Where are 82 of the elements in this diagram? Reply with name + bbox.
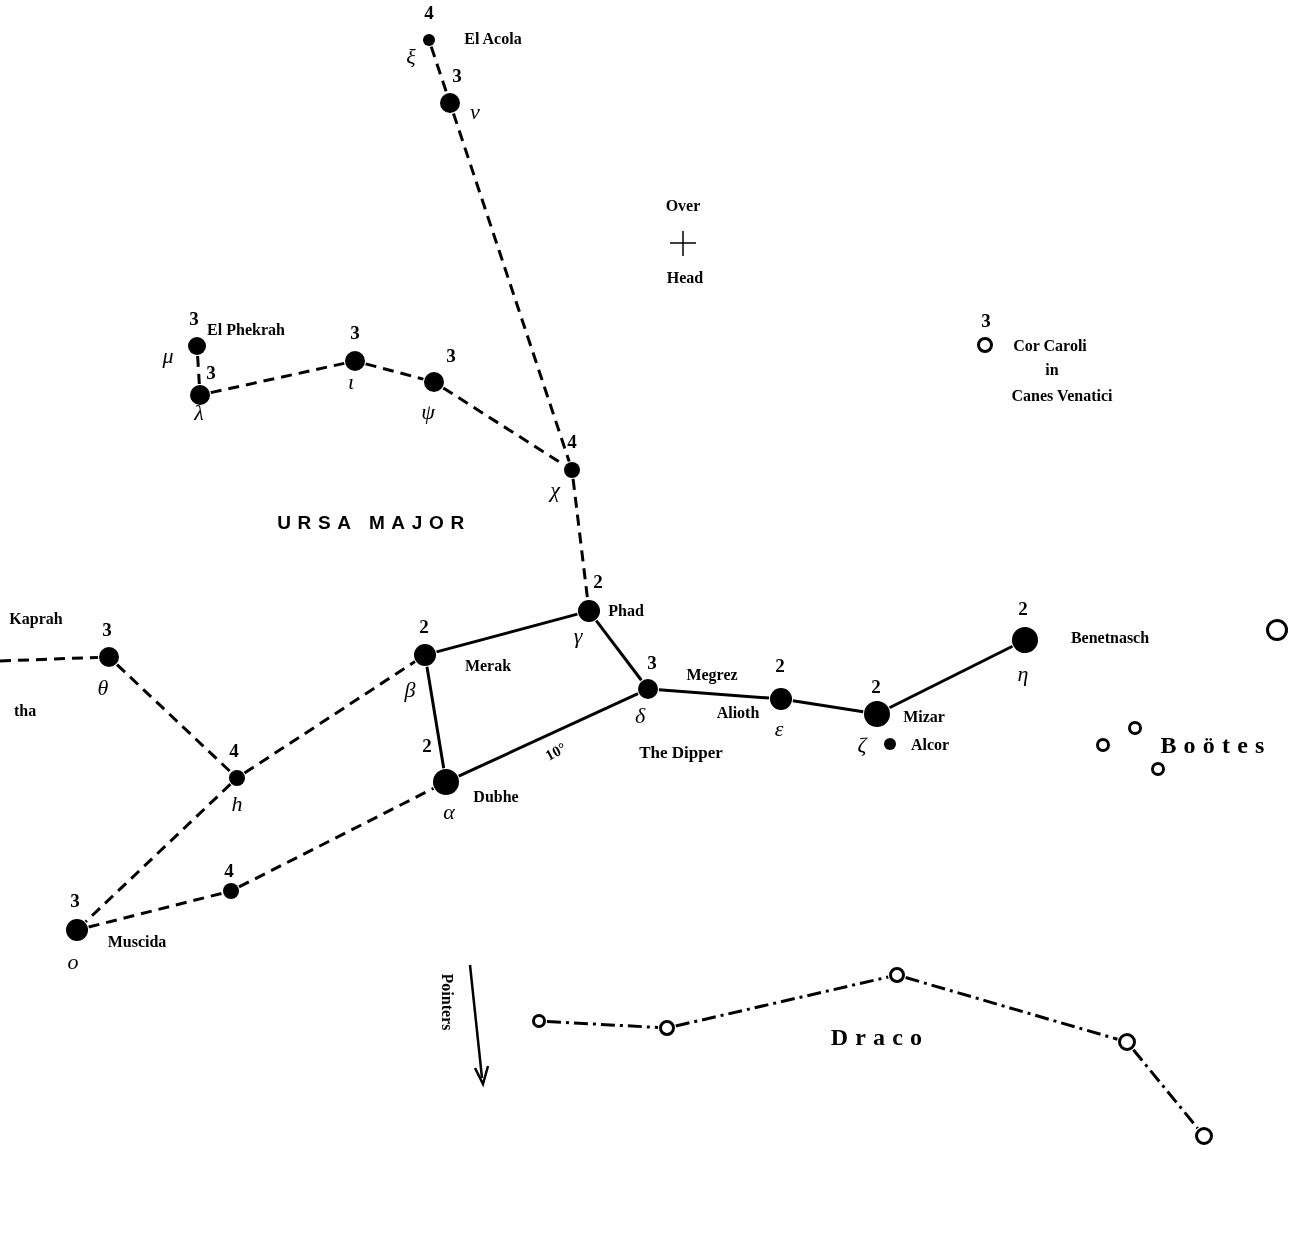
greek-letter: ι — [347, 371, 355, 393]
greek-letter: ξ — [406, 46, 416, 68]
magnitude-number: 3 — [981, 310, 991, 330]
magnitude-number: 4 — [567, 431, 577, 451]
dashed-line — [115, 663, 232, 773]
star-name: Benetnasch — [1070, 630, 1150, 646]
dashed-line — [675, 975, 889, 1028]
star-name: Megrez — [686, 667, 738, 683]
greek-letter: ν — [470, 101, 480, 123]
greek-letter: ε — [774, 718, 784, 740]
constellation-line — [595, 619, 643, 682]
constellation-name: Draco — [830, 1025, 930, 1049]
dashed-line — [210, 361, 345, 395]
star-name: Merak — [464, 658, 512, 674]
greek-letter: ψ — [421, 401, 435, 423]
star-name: Cor Caroli — [1013, 338, 1087, 354]
constellation-line — [425, 666, 446, 769]
constellation-name: URSA MAJOR — [277, 512, 471, 532]
greek-letter: o — [67, 951, 79, 973]
dashed-line — [429, 46, 448, 94]
magnitude-number: 4 — [229, 740, 239, 760]
star-name: Muscida — [107, 934, 167, 950]
greek-letter: γ — [573, 625, 583, 647]
magnitude-number: 4 — [224, 860, 234, 880]
pointers-label: Pointers — [439, 973, 455, 1031]
magnitude-number: 3 — [70, 890, 80, 910]
greek-letter: α — [443, 801, 455, 823]
greek-letter: β — [404, 679, 416, 701]
greek-letter: θ — [97, 677, 109, 699]
constellation-line — [436, 612, 578, 654]
magnitude-number: 3 — [206, 362, 216, 382]
overhead-label: Head — [666, 270, 704, 286]
star-name: El Acola — [464, 31, 522, 47]
magnitude-number: 2 — [1018, 598, 1028, 618]
star-name: Alcor — [910, 737, 950, 753]
dashed-line — [452, 112, 571, 462]
constellation-line — [458, 692, 639, 778]
magnitude-number: 4 — [424, 2, 434, 22]
star-name: Dubhe — [473, 789, 519, 805]
star-name: Kaprah — [9, 611, 63, 627]
overhead-label: Over — [665, 198, 701, 214]
dashed-line — [571, 478, 590, 600]
star-name: tha — [14, 703, 37, 719]
greek-letter: λ — [194, 402, 204, 424]
greek-letter: δ — [634, 705, 646, 727]
greek-letter: χ — [550, 479, 560, 501]
star-name: Alioth — [716, 705, 760, 721]
magnitude-number: 3 — [647, 652, 657, 672]
magnitude-number: 2 — [775, 655, 785, 675]
star-name: Canes Venatici — [1011, 388, 1113, 404]
greek-letter: h — [231, 793, 243, 815]
star-name: El Phekrah — [206, 322, 286, 338]
star-name: Mizar — [903, 709, 945, 725]
dashed-line — [88, 891, 223, 929]
constellation-line — [888, 644, 1014, 710]
magnitude-number: 2 — [419, 616, 429, 636]
dashed-line — [243, 660, 416, 775]
greek-letter: η — [1017, 663, 1029, 685]
asterism-name: The Dipper — [639, 743, 723, 761]
dashed-line — [365, 362, 424, 381]
constellation-line — [658, 688, 770, 700]
dashed-line — [84, 783, 232, 923]
constellation-line — [792, 699, 864, 714]
star-name: in — [1045, 362, 1059, 378]
magnitude-number: 2 — [871, 676, 881, 696]
magnitude-number: 3 — [452, 65, 462, 85]
magnitude-number: 3 — [189, 308, 199, 328]
dashed-line — [238, 787, 435, 889]
dashed-line — [905, 976, 1118, 1041]
dashed-line — [196, 355, 201, 385]
magnitude-number: 2 — [422, 735, 432, 755]
magnitude-number: 3 — [446, 345, 456, 365]
magnitude-number: 3 — [102, 619, 112, 639]
magnitude-number: 3 — [350, 322, 360, 342]
dashed-line — [0, 655, 99, 663]
magnitude-number: 2 — [593, 571, 603, 591]
star-name: Phad — [608, 603, 644, 619]
greek-letter: μ — [162, 345, 174, 367]
dashed-line — [1132, 1048, 1199, 1130]
greek-letter: ζ — [857, 734, 867, 756]
dashed-line — [546, 1019, 659, 1029]
constellation-name: Boötes — [1160, 733, 1272, 757]
